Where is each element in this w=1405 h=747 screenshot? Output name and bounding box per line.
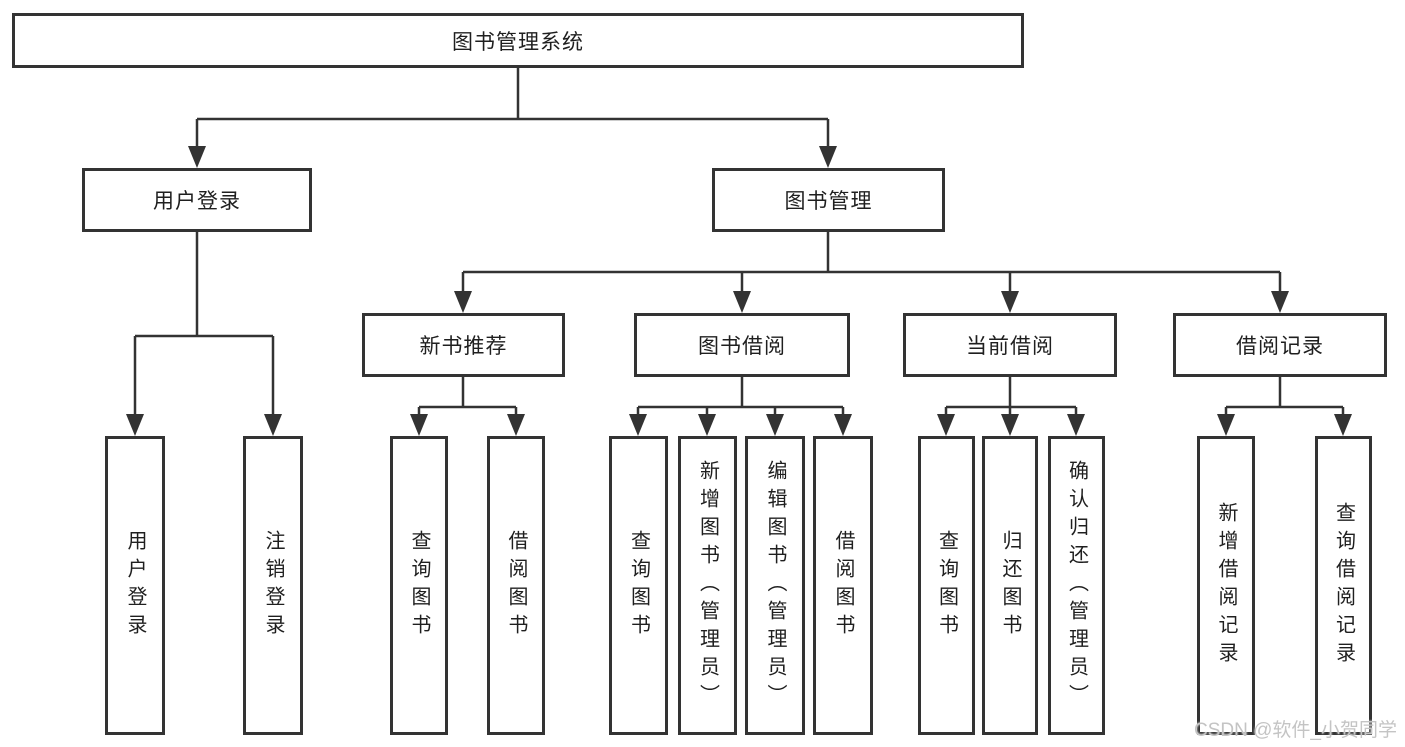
node-user-login-label: 用户登录 (153, 190, 241, 213)
node-new-book-recommendation: 新书推荐 (362, 313, 565, 377)
node-root: 图书管理系统 (12, 13, 1024, 68)
node-current-borrowing-label: 当前借阅 (966, 335, 1054, 358)
leaf-nbr-borrow-books-label: 借阅图书 (505, 529, 527, 642)
leaf-bb-edit-books-admin-label: 编辑图书（管理员） (764, 459, 786, 712)
node-root-label: 图书管理系统 (452, 30, 584, 54)
leaf-cb-return-books: 归还图书 (982, 436, 1038, 735)
node-book-management: 图书管理 (712, 168, 945, 232)
leaf-logout: 注销登录 (243, 436, 303, 735)
node-user-login: 用户登录 (82, 168, 312, 232)
leaf-br-query-record-label: 查询借阅记录 (1332, 501, 1355, 670)
node-current-borrowing: 当前借阅 (903, 313, 1117, 377)
node-new-book-recommendation-label: 新书推荐 (419, 335, 508, 358)
leaf-user-login-label: 用户登录 (124, 529, 146, 642)
leaf-cb-return-books-label: 归还图书 (999, 529, 1021, 642)
leaf-br-add-record-label: 新增借阅记录 (1215, 501, 1237, 670)
leaf-nbr-query-books: 查询图书 (390, 436, 448, 735)
node-book-borrowing-label: 图书借阅 (698, 335, 786, 358)
leaf-bb-add-books-admin-label: 新增图书（管理员） (696, 459, 719, 712)
leaf-br-query-record: 查询借阅记录 (1315, 436, 1372, 735)
node-book-management-label: 图书管理 (784, 190, 873, 213)
leaf-bb-query-books: 查询图书 (609, 436, 668, 735)
leaf-bb-borrow-books: 借阅图书 (813, 436, 873, 735)
leaf-bb-edit-books-admin: 编辑图书（管理员） (745, 436, 805, 735)
leaf-cb-query-books: 查询图书 (918, 436, 975, 735)
leaf-nbr-query-books-label: 查询图书 (408, 529, 430, 642)
leaf-bb-add-books-admin: 新增图书（管理员） (678, 436, 737, 735)
leaf-br-add-record: 新增借阅记录 (1197, 436, 1255, 735)
leaf-bb-borrow-books-label: 借阅图书 (832, 529, 854, 642)
leaf-cb-confirm-return-admin-label: 确认归还（管理员） (1065, 459, 1088, 712)
watermark: CSDN @软件_小贺同学 (1194, 720, 1397, 741)
leaf-user-login: 用户登录 (105, 436, 165, 735)
node-borrowing-records: 借阅记录 (1173, 313, 1387, 377)
leaf-nbr-borrow-books: 借阅图书 (487, 436, 545, 735)
leaf-cb-confirm-return-admin: 确认归还（管理员） (1048, 436, 1105, 735)
leaf-bb-query-books-label: 查询图书 (627, 529, 650, 642)
leaf-logout-label: 注销登录 (262, 529, 284, 642)
leaf-cb-query-books-label: 查询图书 (935, 529, 958, 642)
node-borrowing-records-label: 借阅记录 (1236, 335, 1324, 358)
node-book-borrowing: 图书借阅 (634, 313, 850, 377)
